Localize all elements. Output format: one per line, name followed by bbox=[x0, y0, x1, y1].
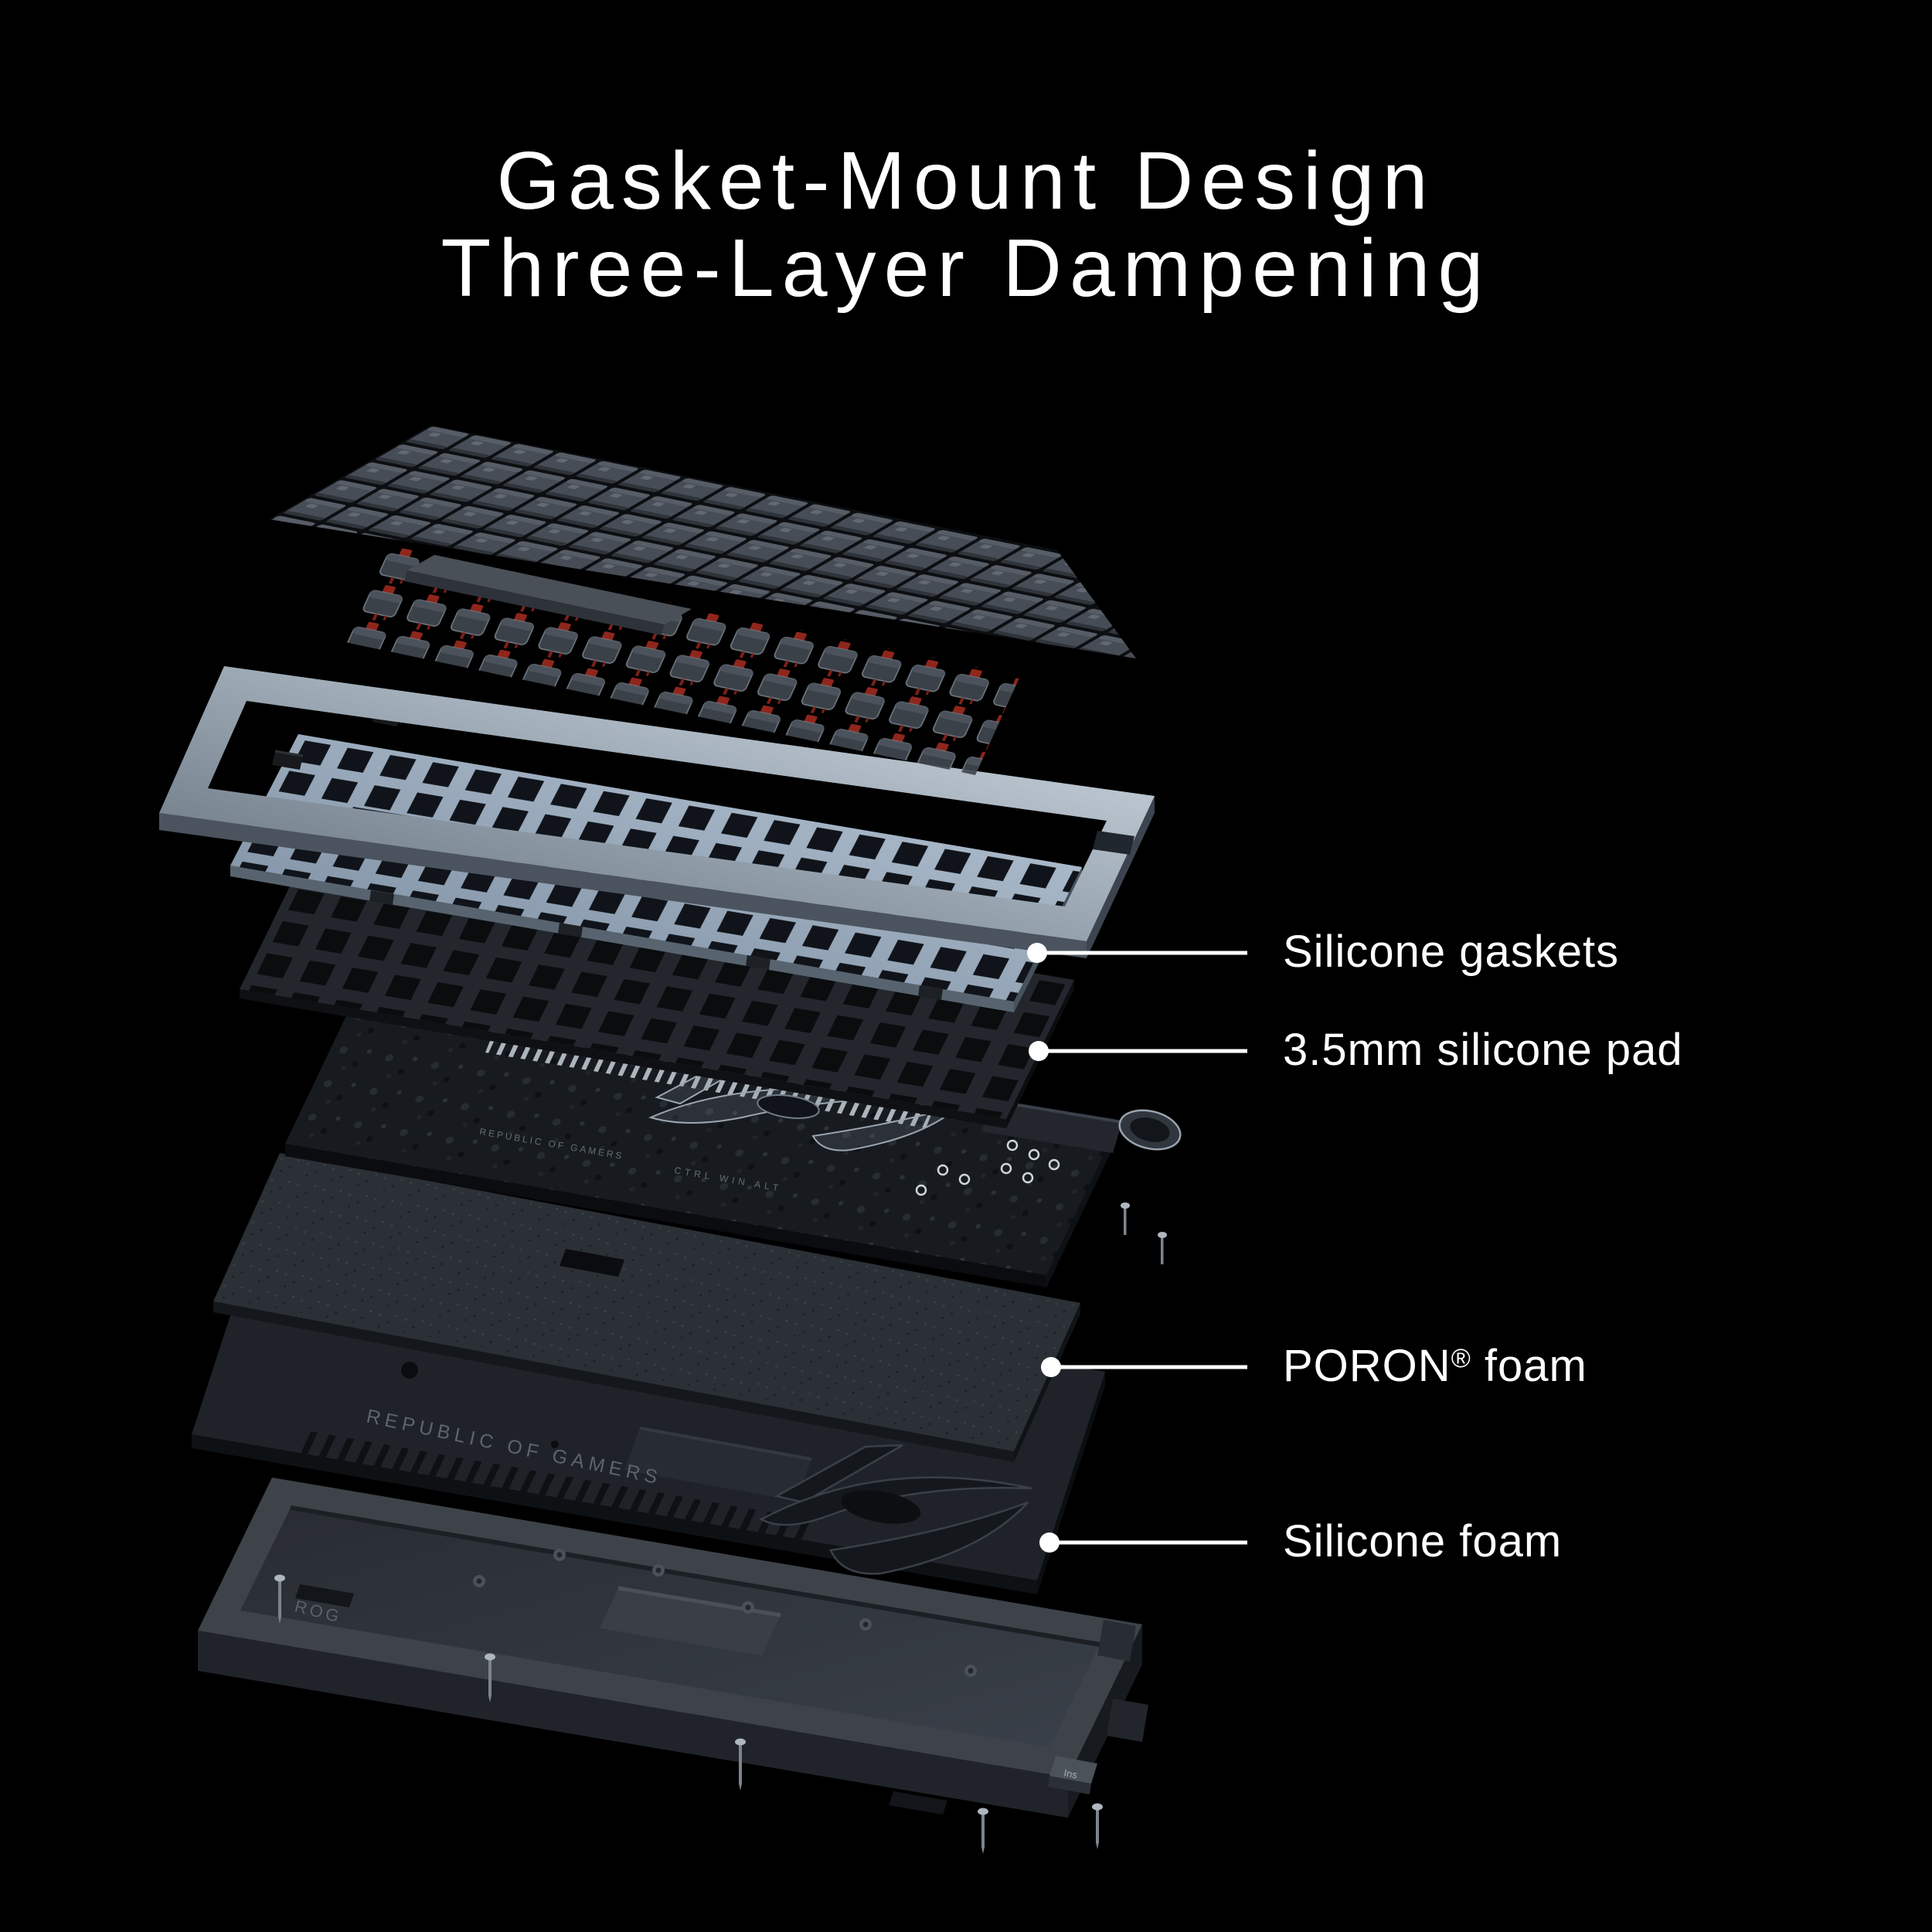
pcb-holes bbox=[285, 1005, 1113, 1275]
foam-hole bbox=[551, 1440, 559, 1448]
layer-bottom-case: ROG bbox=[198, 1478, 1148, 1854]
foam-vent-slats bbox=[300, 1428, 819, 1547]
case-inner-shadow bbox=[290, 1505, 1100, 1647]
floating-keycap: Ins bbox=[1048, 1756, 1097, 1794]
screw bbox=[485, 1653, 495, 1702]
screw bbox=[735, 1738, 746, 1791]
pcb-plated-rings bbox=[915, 1139, 1060, 1196]
foam-raised-block bbox=[624, 1428, 811, 1501]
frame-right-side bbox=[1087, 796, 1155, 958]
plate-front-side bbox=[230, 866, 1014, 1012]
pad-front-side bbox=[240, 989, 1006, 1128]
keycap-field bbox=[269, 425, 1136, 658]
pcb-front-side bbox=[285, 1144, 1046, 1287]
case-rubber-foot bbox=[889, 1791, 947, 1815]
knob-housing bbox=[981, 1100, 1122, 1153]
callout-dot bbox=[1041, 1357, 1061, 1377]
pcb-right-side bbox=[1046, 1136, 1113, 1287]
callout-dot bbox=[1039, 1532, 1060, 1553]
callout-label: Silicone gaskets bbox=[1283, 927, 1619, 977]
frame-knob-recess bbox=[1093, 831, 1134, 855]
callout-label: 3.5mm silicone pad bbox=[1283, 1025, 1683, 1075]
callout-label: PORON® foam bbox=[1283, 1341, 1587, 1391]
screw bbox=[978, 1808, 988, 1854]
callout-label: Silicone foam bbox=[1283, 1516, 1562, 1566]
foam-rog-logo bbox=[759, 1444, 1032, 1575]
case-screw-posts bbox=[473, 1549, 977, 1677]
poron-right-side bbox=[1014, 1303, 1080, 1462]
poron-cutout bbox=[560, 1249, 624, 1277]
layer-silicone-pad bbox=[240, 850, 1074, 1128]
layer-keycaps bbox=[269, 425, 1136, 658]
callout-silicone-foam: Silicone foam bbox=[1039, 1516, 1562, 1566]
floating-keycap-legend: Ins bbox=[1063, 1767, 1078, 1781]
volume-knob bbox=[1118, 1109, 1182, 1151]
spacebar-front bbox=[404, 570, 665, 635]
layer-poron-foam bbox=[213, 1153, 1080, 1462]
title-line-2: Three-Layer Dampening bbox=[440, 223, 1492, 315]
poron-texture bbox=[213, 1153, 1080, 1451]
pcb-screws bbox=[1121, 1202, 1167, 1264]
case-center-bar bbox=[600, 1588, 781, 1655]
case-spare-part bbox=[1107, 1699, 1148, 1742]
poron-front-side bbox=[213, 1301, 1014, 1462]
page-title: Gasket-Mount Design Three-Layer Dampenin… bbox=[0, 135, 1932, 315]
case-rubber-foot bbox=[295, 1584, 354, 1607]
case-center-bar-edge bbox=[617, 1586, 781, 1617]
case-front-wall bbox=[198, 1631, 1068, 1818]
callout-dot bbox=[1029, 1041, 1049, 1061]
callouts: Silicone gaskets 3.5mm silicone pad PORO… bbox=[1027, 927, 1683, 1566]
callout-dot bbox=[1027, 943, 1047, 963]
frame-ring bbox=[159, 666, 1155, 941]
callout-poron-foam: PORON® foam bbox=[1041, 1341, 1587, 1391]
foam-raised-block-edge bbox=[639, 1427, 812, 1461]
callout-silicone-pad: 3.5mm silicone pad bbox=[1029, 1025, 1683, 1075]
screw bbox=[1092, 1803, 1103, 1849]
silicone-gasket-tabs bbox=[369, 890, 943, 1000]
foam-hole bbox=[401, 1362, 418, 1379]
callout-silicone-gaskets: Silicone gaskets bbox=[1027, 927, 1619, 977]
spacebar bbox=[407, 555, 692, 624]
title-line-1: Gasket-Mount Design bbox=[496, 135, 1436, 226]
case-screws bbox=[274, 1574, 1103, 1854]
layer-pcb: REPUBLIC OF GAMERS CTRL WIN ALT bbox=[285, 1005, 1182, 1287]
layer-top-frame bbox=[159, 666, 1155, 958]
frame-front-side bbox=[159, 813, 1087, 958]
pad-holes bbox=[240, 850, 1074, 1119]
screw bbox=[274, 1574, 285, 1624]
case-spare-part bbox=[1097, 1620, 1136, 1662]
